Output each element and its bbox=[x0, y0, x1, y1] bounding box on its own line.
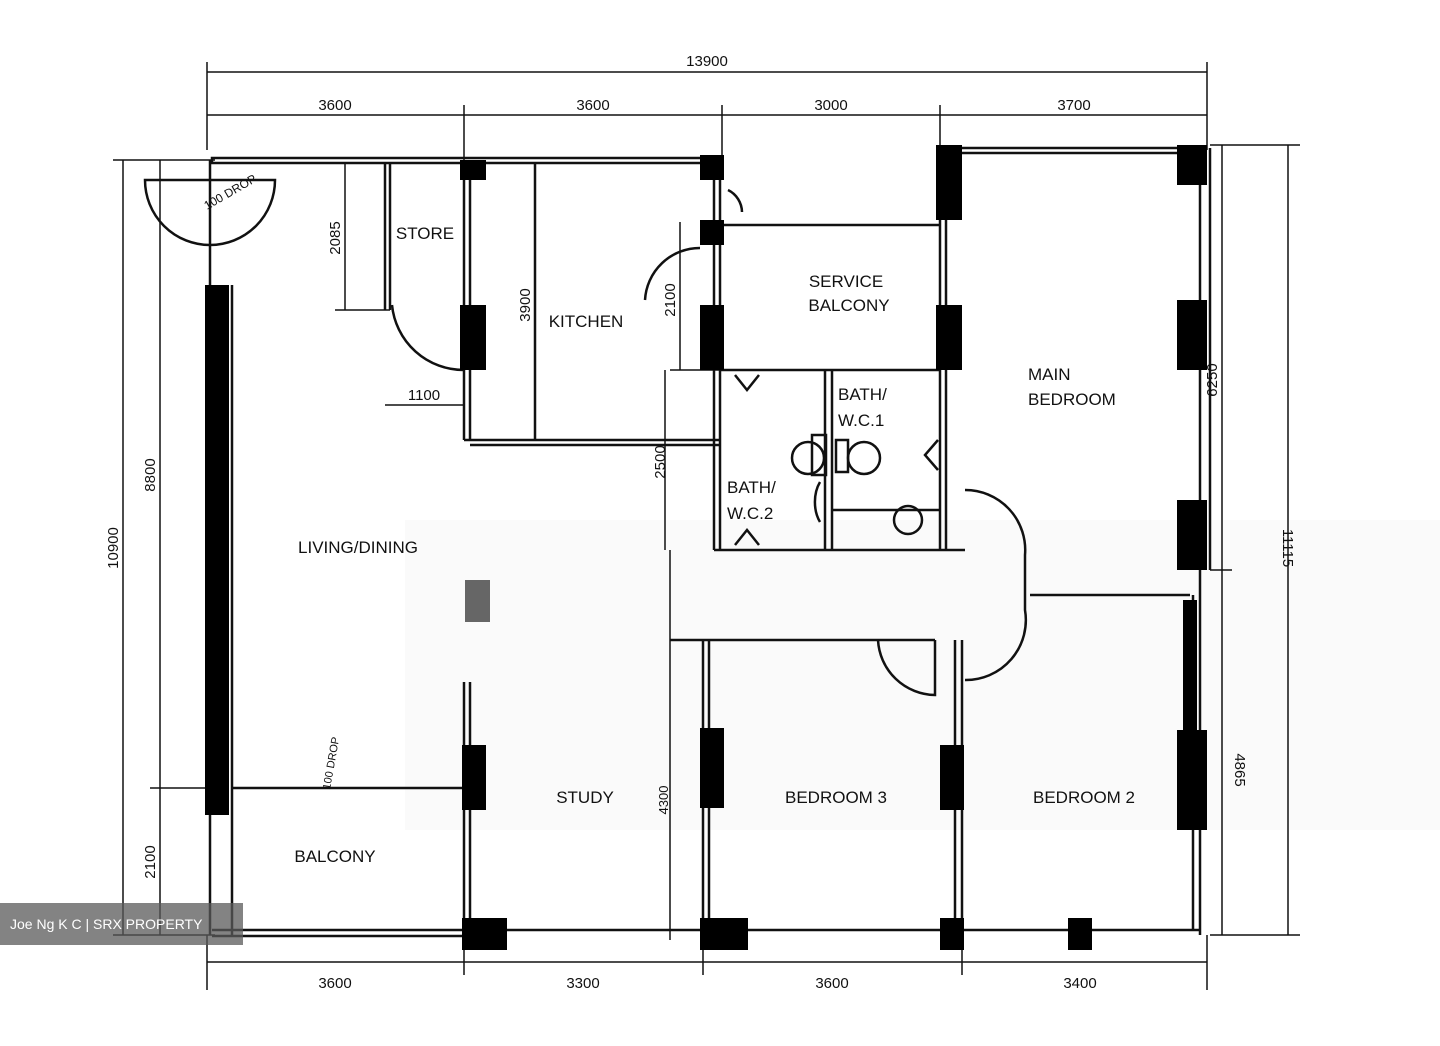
drop-label-balcony: 100 DROP bbox=[321, 736, 342, 790]
dim-left-lower: 2100 bbox=[142, 845, 159, 878]
room-service-balcony-line2: BALCONY bbox=[808, 296, 889, 315]
dim-store-width: 1100 bbox=[408, 387, 440, 404]
watermark: Joe Ng K C | SRX PROPERTY bbox=[0, 903, 243, 945]
room-service-balcony-line1: SERVICE bbox=[809, 272, 883, 291]
dim-store-depth: 2085 bbox=[327, 221, 344, 254]
dim-bottom-3: 3600 bbox=[815, 975, 848, 992]
dim-top-2: 3600 bbox=[576, 97, 609, 114]
room-bedroom-3: BEDROOM 3 bbox=[785, 788, 887, 807]
room-living-dining: LIVING/DINING bbox=[298, 538, 418, 557]
dim-left-total: 10900 bbox=[105, 527, 122, 569]
room-store: STORE bbox=[396, 224, 454, 243]
dim-kitchen-depth: 3900 bbox=[517, 288, 534, 321]
room-study: STUDY bbox=[556, 788, 614, 807]
dim-left-upper: 8800 bbox=[142, 458, 159, 491]
dim-top-3: 3000 bbox=[814, 97, 847, 114]
room-bath1-line2: W.C.1 bbox=[838, 411, 884, 430]
room-bath2-line1: BATH/ bbox=[727, 478, 776, 497]
dim-bottom-1: 3600 bbox=[318, 975, 351, 992]
room-bath2-line2: W.C.2 bbox=[727, 504, 773, 523]
dim-right-total: 11115 bbox=[1279, 529, 1296, 567]
dim-bottom-2: 3300 bbox=[566, 975, 599, 992]
room-main-bedroom-line2: BEDROOM bbox=[1028, 390, 1116, 409]
columns bbox=[205, 145, 1207, 950]
dim-study-depth: 4300 bbox=[656, 786, 671, 815]
dim-right-upper: 6250 bbox=[1204, 363, 1221, 396]
dim-bottom-4: 3400 bbox=[1063, 975, 1096, 992]
room-main-bedroom-line1: MAIN bbox=[1028, 365, 1071, 384]
room-bedroom-2: BEDROOM 2 bbox=[1033, 788, 1135, 807]
room-bath1-line1: BATH/ bbox=[838, 385, 887, 404]
dim-top-1: 3600 bbox=[318, 97, 351, 114]
room-balcony: BALCONY bbox=[294, 847, 375, 866]
room-kitchen: KITCHEN bbox=[549, 312, 624, 331]
dim-overall-width: 13900 bbox=[686, 53, 728, 70]
dim-service-depth: 2100 bbox=[662, 283, 679, 316]
scan-artifact-band bbox=[405, 520, 1440, 830]
dim-top-4: 3700 bbox=[1057, 97, 1090, 114]
dim-right-lower: 4865 bbox=[1231, 753, 1248, 786]
dimension-lines bbox=[113, 62, 1300, 990]
dim-bath-depth: 2500 bbox=[652, 445, 669, 478]
